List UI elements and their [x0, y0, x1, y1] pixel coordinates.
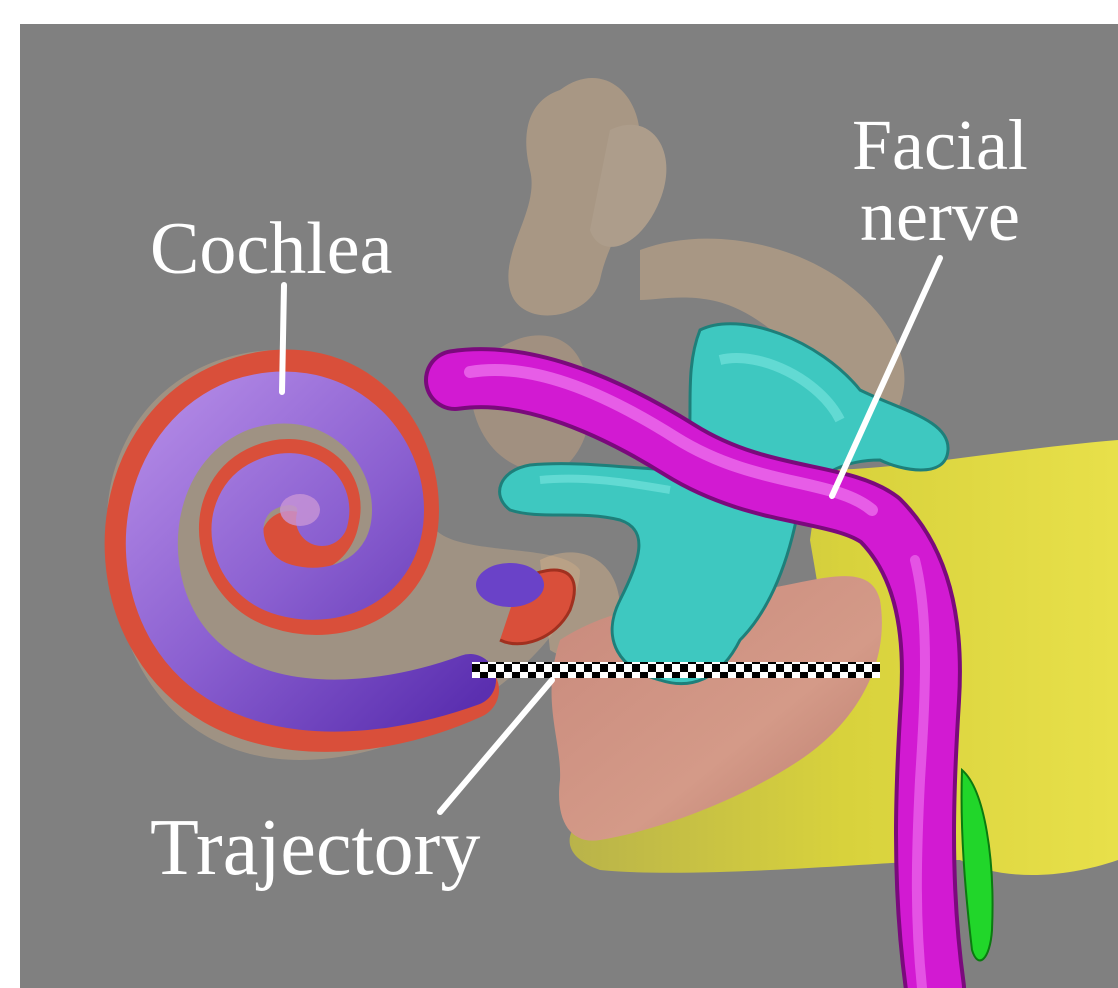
cochlea-label: Cochlea — [150, 212, 392, 286]
facial-nerve-label-line1: Facial — [852, 110, 1028, 181]
facial-nerve-label-line2: nerve — [852, 181, 1028, 252]
trajectory-label: Trajectory — [150, 808, 480, 888]
cochlea-leader-line — [282, 285, 284, 392]
facial-nerve-label: Facial nerve — [852, 110, 1028, 251]
trajectory-line — [472, 662, 880, 678]
